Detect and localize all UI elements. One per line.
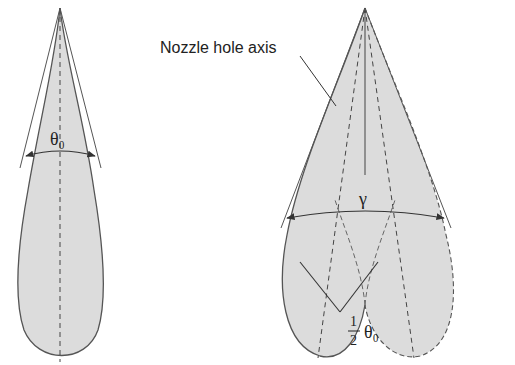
left-plume-outline xyxy=(282,8,365,357)
cone-angle-label: θ₀ xyxy=(50,130,65,148)
part-label: Nozzle hole axis xyxy=(160,40,277,56)
left-hole-axis xyxy=(318,8,365,358)
fraction-numerator: 1 xyxy=(350,315,357,329)
hidden-plume-edge xyxy=(365,200,395,305)
right-plume-outline xyxy=(365,8,453,357)
fraction-denominator: 2 xyxy=(350,334,357,348)
included-angle-arc xyxy=(287,211,444,218)
half-angle-line xyxy=(340,262,378,312)
cone-tangent xyxy=(60,8,101,168)
injector-axis xyxy=(365,8,366,175)
fraction-bar xyxy=(348,331,360,332)
included-angle-label: γ xyxy=(359,190,367,208)
cone-tangent xyxy=(365,8,451,228)
half-angle-line xyxy=(300,262,340,312)
half-angle-label: θ₀ xyxy=(364,323,379,341)
cone-tangent xyxy=(281,8,365,228)
leader-line xyxy=(300,56,336,106)
double-spray-plume xyxy=(282,8,453,357)
right-hole-axis xyxy=(365,8,414,358)
spray-axis xyxy=(60,8,61,362)
hidden-plume-edge xyxy=(335,200,365,305)
cone-angle-arc xyxy=(26,151,95,156)
